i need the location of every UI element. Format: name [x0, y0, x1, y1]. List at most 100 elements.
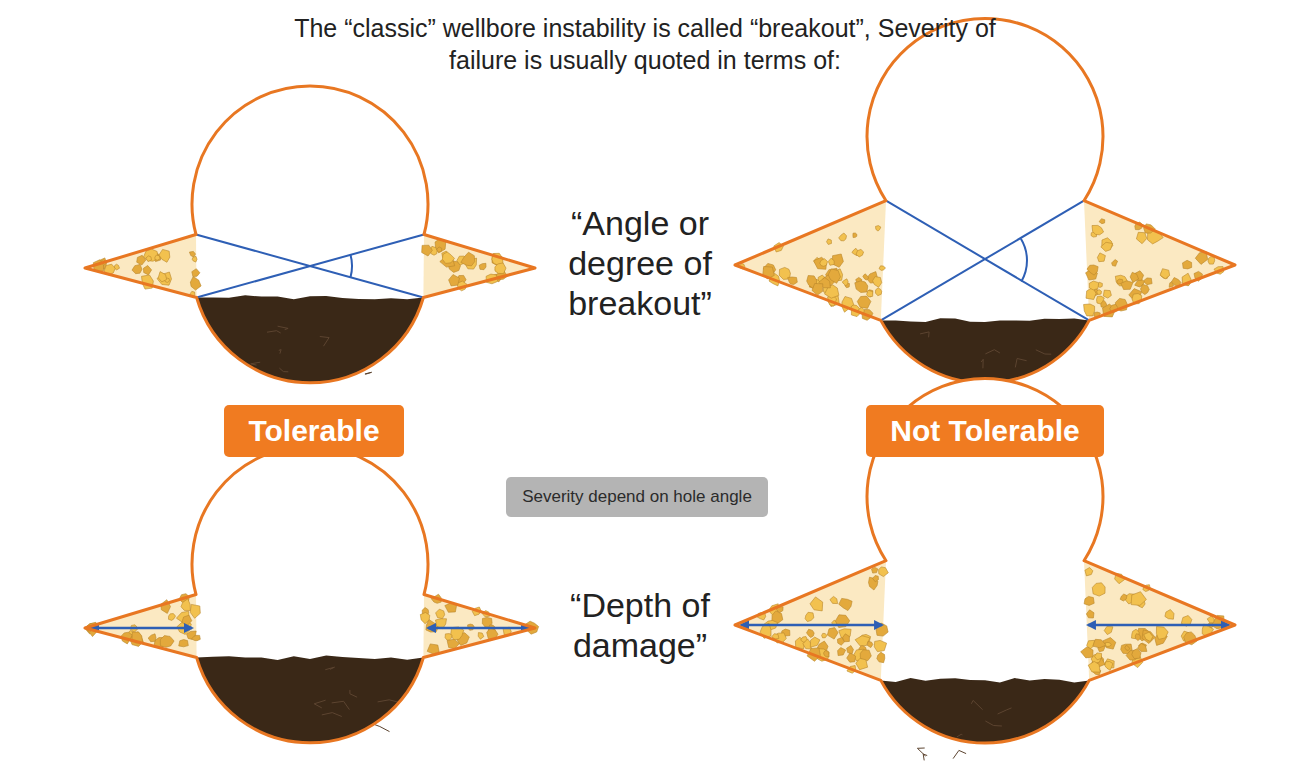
rock-fragment — [190, 604, 200, 618]
crack-line — [998, 708, 1012, 714]
rock-fragment — [1141, 284, 1150, 294]
rock-fragment — [814, 257, 827, 269]
depth-arrow — [1088, 624, 1229, 627]
crack-line — [917, 748, 925, 756]
rock-fragment — [157, 272, 172, 285]
middle-label: “Angle or degree of breakout” — [568, 204, 712, 322]
rock-fragment — [1142, 630, 1155, 644]
rock-fragment — [867, 641, 873, 647]
wellbore-outline — [735, 378, 1235, 743]
breakout-zone — [85, 235, 197, 298]
rock-fragment — [867, 290, 873, 297]
angle-line — [886, 201, 1089, 321]
rock-fragment — [1103, 290, 1111, 298]
wellbore-outline — [85, 446, 535, 743]
rock-fragment — [827, 239, 832, 245]
wellbore-outline — [85, 86, 535, 383]
status-badge: Tolerable — [224, 405, 404, 457]
rock-fragment — [868, 290, 873, 297]
status-badge-text: Not Tolerable — [890, 414, 1079, 448]
breakout-zone — [1084, 201, 1235, 321]
rock-fragment — [828, 258, 834, 265]
rock-fragment — [1097, 290, 1102, 295]
rock-fragment — [856, 658, 868, 669]
crack-line — [267, 331, 281, 333]
rock-fragment — [1084, 304, 1095, 316]
rock-fragment — [1086, 610, 1094, 618]
angle-arc — [1021, 239, 1027, 282]
rock-fragment — [422, 245, 433, 256]
rock-fragment — [1112, 260, 1118, 267]
depth-arrow — [741, 624, 882, 627]
rock-fragment — [420, 613, 430, 624]
rock-fragment — [820, 259, 828, 267]
status-badge-text: Tolerable — [248, 414, 379, 448]
crack-line — [332, 701, 350, 709]
rock-fragment — [160, 636, 174, 648]
rock-fragment — [449, 275, 460, 286]
rock-fragment — [192, 635, 201, 640]
rock-fragment — [828, 269, 840, 283]
rock-fragment — [1081, 647, 1093, 658]
rock-fragment — [856, 249, 864, 257]
rock-fragment — [442, 252, 454, 263]
rock-fragment — [847, 653, 856, 663]
crack-line — [314, 700, 325, 708]
rock-fragment — [144, 266, 152, 275]
rock-fragment — [855, 281, 868, 293]
rock-fragment — [843, 634, 850, 642]
rock-fragment — [445, 634, 452, 641]
status-badge: Not Tolerable — [866, 405, 1104, 457]
rock-fragment — [874, 640, 886, 651]
crack-line — [985, 350, 1000, 354]
angle-line — [197, 234, 424, 297]
rock-fragment — [437, 247, 442, 252]
rock-fragment — [1121, 281, 1133, 290]
crack-line — [322, 713, 342, 717]
cuttings-bed — [881, 678, 1089, 743]
rock-fragment — [838, 648, 846, 656]
crack-line — [251, 362, 261, 365]
breakout-zone — [423, 595, 535, 658]
crack-line — [325, 667, 334, 670]
crack-line — [365, 372, 372, 374]
rock-fragment — [1085, 568, 1093, 576]
rock-fragment — [810, 597, 823, 611]
depth-arrow — [91, 627, 192, 630]
rock-fragment — [146, 256, 152, 262]
rock-fragment — [876, 226, 881, 232]
rock-fragment — [182, 615, 192, 625]
rock-fragment — [1135, 634, 1140, 641]
rock-fragment — [1095, 653, 1102, 660]
rock-fragment — [873, 277, 882, 288]
rock-fragment — [189, 251, 195, 257]
rock-fragment — [877, 652, 885, 662]
rock-fragment — [822, 633, 827, 638]
crack-line — [279, 368, 288, 372]
rock-fragment — [827, 628, 838, 640]
title-block: The “classic” wellbore instability is ca… — [285, 12, 1005, 76]
rock-fragment — [1092, 583, 1105, 596]
rock-fragment — [1160, 269, 1170, 279]
rock-fragment — [1208, 257, 1215, 265]
rock-fragment — [159, 249, 170, 262]
rock-fragment — [179, 640, 189, 647]
rock-fragment — [1143, 278, 1152, 285]
rock-fragment — [810, 637, 820, 647]
angle-line — [881, 201, 1084, 321]
rock-fragment — [192, 256, 197, 262]
note-box-text: Severity depend on hole angle — [522, 487, 752, 507]
rock-fragment — [1105, 642, 1111, 646]
rock-fragment — [1097, 296, 1105, 304]
rock-fragment — [495, 263, 506, 274]
crack-line — [981, 359, 983, 368]
middle-label: “Depth of damage” — [570, 586, 710, 664]
wellbore-fill — [85, 86, 535, 383]
rock-fragment — [478, 633, 484, 640]
cuttings-bed — [197, 295, 424, 383]
rock-fragment — [1130, 272, 1139, 282]
rock-fragment — [847, 646, 854, 654]
rock-fragment — [192, 269, 200, 277]
rock-fragment — [857, 296, 871, 308]
